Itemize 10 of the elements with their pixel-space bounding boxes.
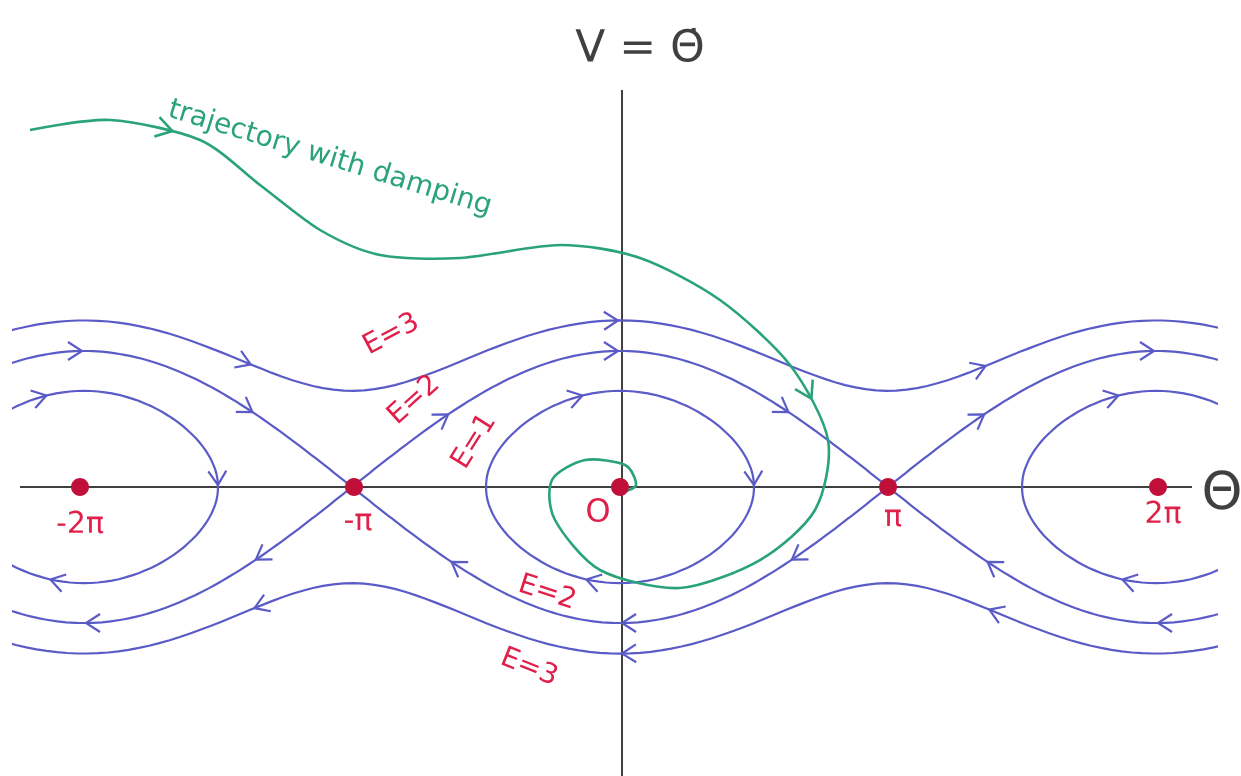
axis-label: V = Θ̇	[575, 27, 703, 63]
tick-label: -2π	[57, 510, 104, 534]
energy-label: E=3	[501, 645, 558, 683]
energy-label: E=3	[361, 312, 417, 354]
tick-label: -π	[345, 513, 372, 531]
energy-label: E=2	[519, 572, 575, 609]
tick-label: O	[587, 497, 609, 523]
tick-label: π	[885, 509, 902, 527]
axis-label: Θ	[1204, 470, 1240, 510]
tick-label: 2π	[1146, 500, 1181, 524]
